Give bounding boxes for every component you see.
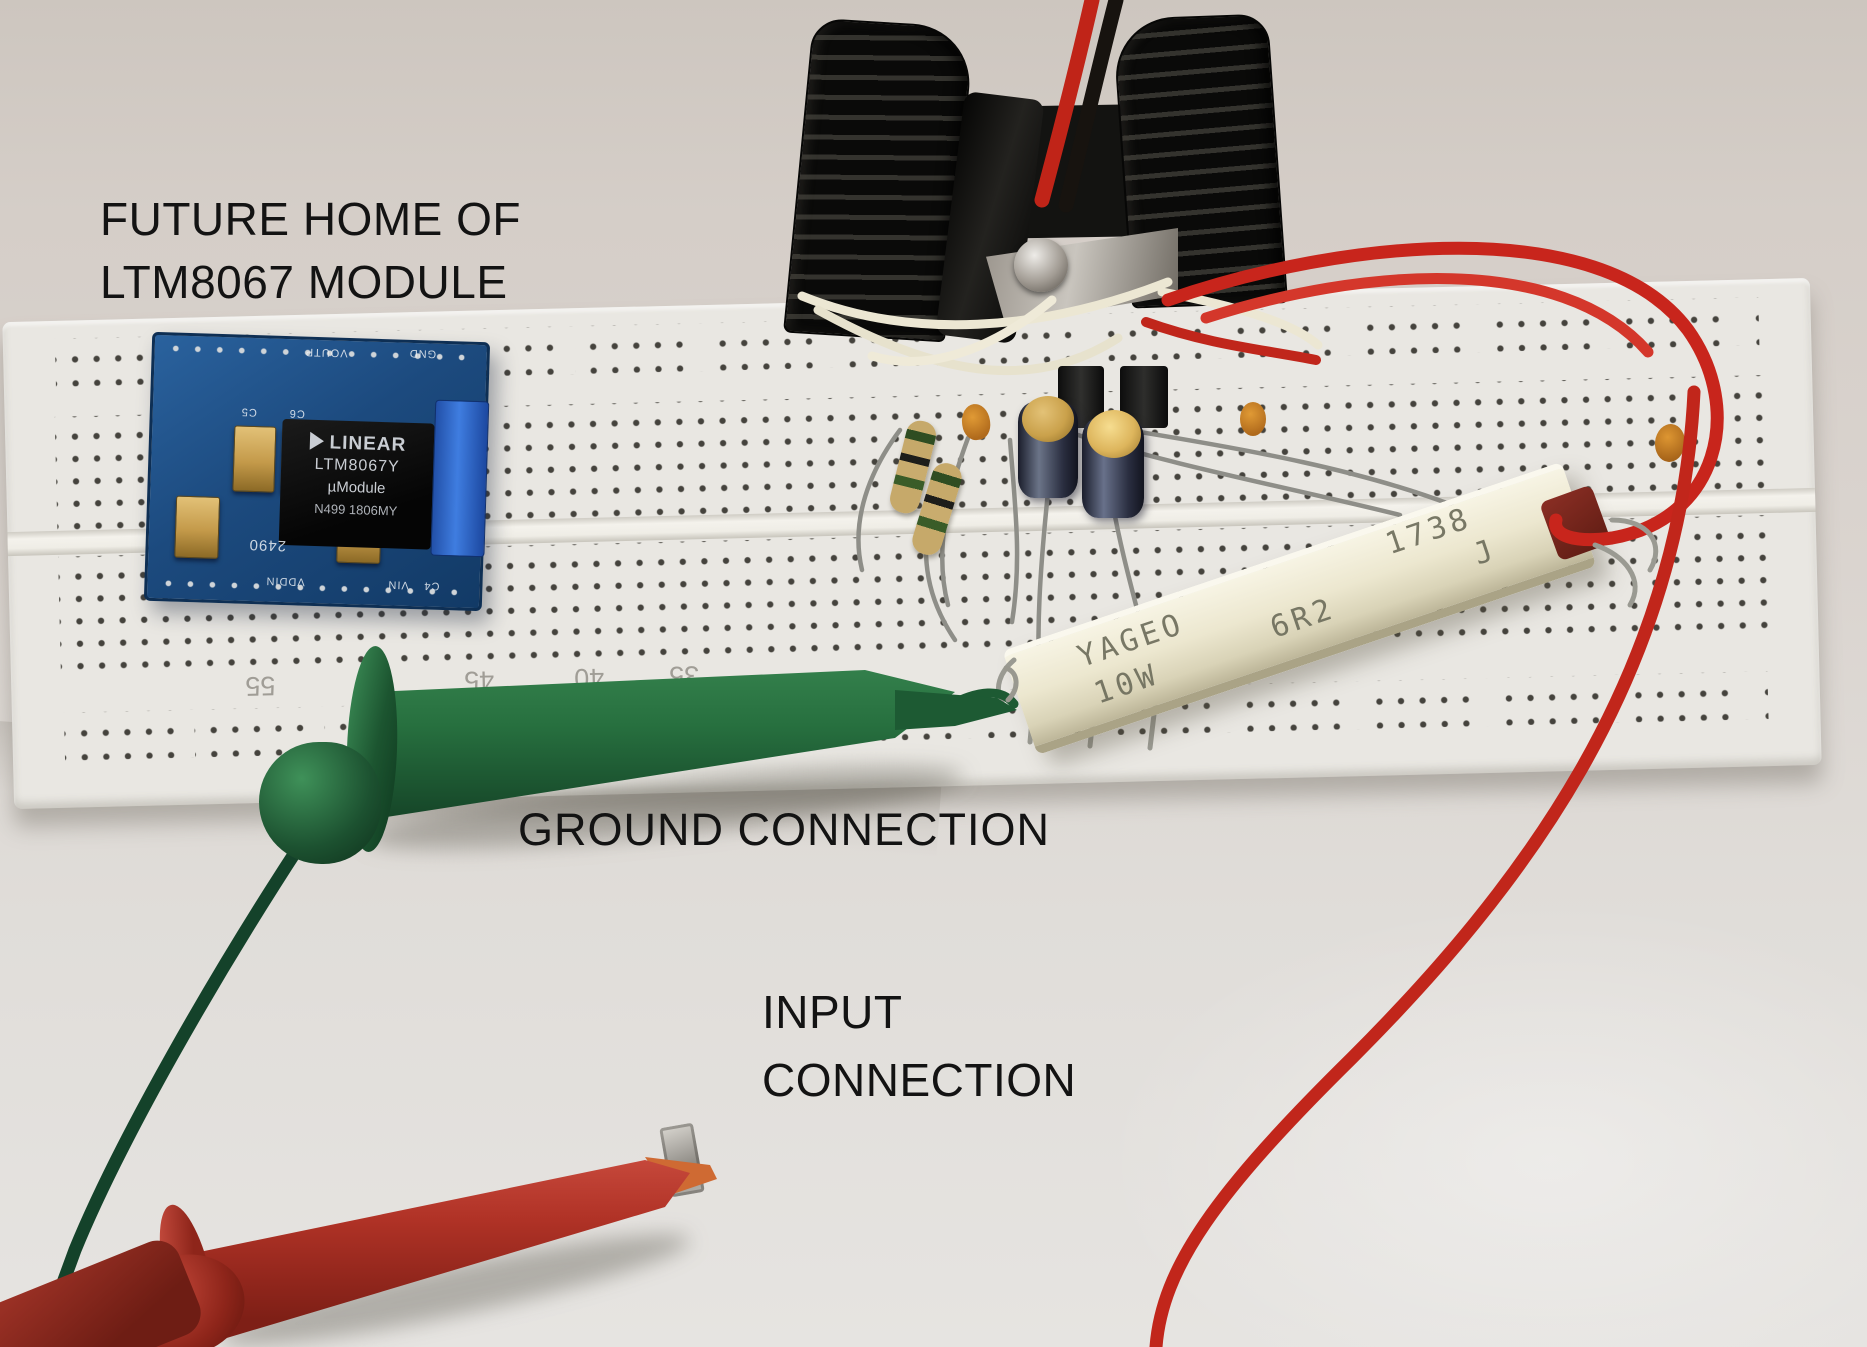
- twisted-pair-black: [1058, 0, 1124, 213]
- red-wire-long-run: [1149, 385, 1701, 1347]
- electrolytic-capacitor: [1018, 396, 1078, 498]
- resistor-end-pin-loop: [1592, 542, 1638, 608]
- green-probe-hook-metal: [1003, 665, 1019, 703]
- annotation-input-line1: INPUT: [762, 986, 903, 1038]
- red-hook-probe: [115, 1115, 785, 1347]
- red-wire-loop: [1161, 241, 1724, 547]
- white-wire: [867, 295, 1057, 366]
- component-lead: [1007, 437, 1020, 625]
- annotation-future-home: FUTURE HOME OF LTM8067 MODULE: [100, 188, 521, 314]
- heatsink-screw: [1014, 238, 1068, 292]
- white-wire: [797, 277, 1173, 330]
- annotation-ground-connection: GROUND CONNECTION: [518, 804, 1050, 855]
- annotation-future-home-line2: LTM8067 MODULE: [100, 256, 508, 308]
- component-lead: [1137, 429, 1455, 508]
- annotation-input-connection: INPUT CONNECTION: [762, 978, 1076, 1114]
- red-jumper-wire: [1141, 317, 1321, 365]
- background-highlight: [1100, 900, 1867, 1347]
- capacitor-gold-top: [1087, 410, 1141, 458]
- red-wire-loop-inner: [1200, 273, 1654, 358]
- component-lead: [856, 427, 903, 573]
- annotation-future-home-line1: FUTURE HOME OF: [100, 193, 521, 245]
- capacitor-gold-top: [1022, 396, 1074, 442]
- ceramic-capacitor: [1240, 402, 1266, 436]
- annotation-input-line2: CONNECTION: [762, 1054, 1077, 1106]
- white-wire: [813, 305, 1123, 376]
- green-hook-probe: [255, 630, 1045, 880]
- resistor-end-pin-loop: [1609, 517, 1659, 573]
- green-probe-plunger-cap: [259, 742, 381, 864]
- twisted-pair-red: [1034, 0, 1100, 208]
- electrolytic-capacitor: [1082, 410, 1144, 518]
